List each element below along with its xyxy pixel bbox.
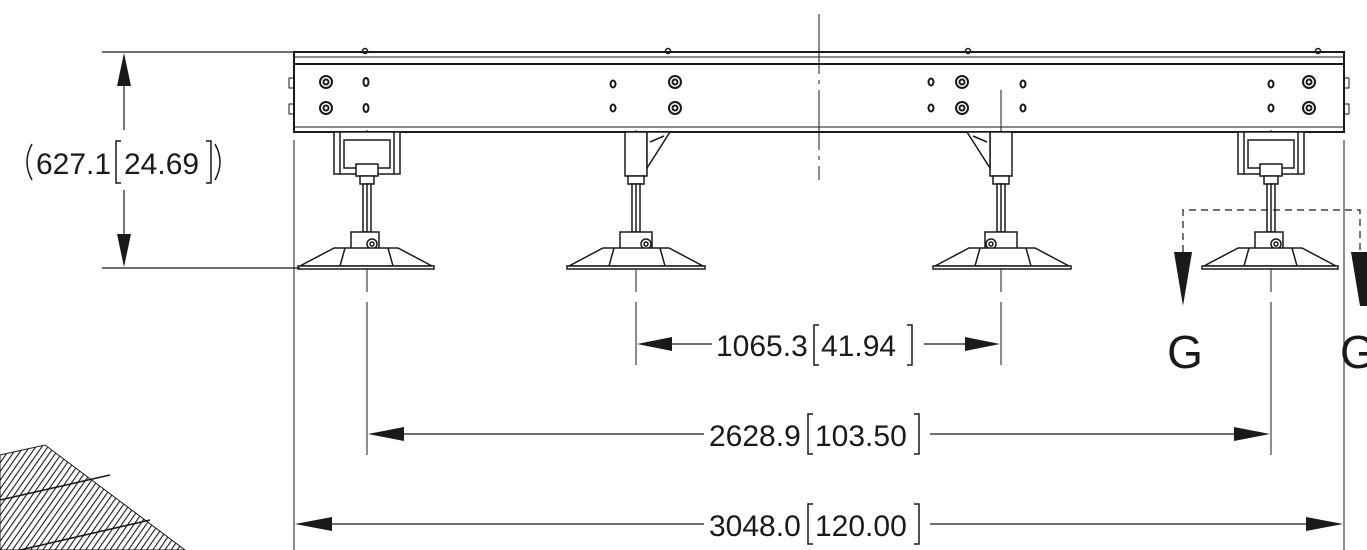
inner-span-dimension [637,324,1000,366]
leveling-foot-2 [566,131,706,270]
leveling-foot-3 [932,131,1072,270]
foot-span-value: 2628.9 [709,420,801,453]
foot-span-inch: 103.50 [815,420,907,453]
height-dim-label: 627.1 24.69 [26,140,221,184]
section-cut-g [1174,209,1367,306]
grating-panel [0,444,186,550]
overall-inch: 120.00 [815,510,907,543]
inner-span-inch: 41.94 [821,330,896,363]
section-label-left: G [1167,326,1203,378]
section-label-right: G [1340,326,1367,378]
inner-span-value: 1065.3 [716,330,808,363]
foot-span-dimension [368,413,1270,455]
beam-bolt-holes [319,75,1316,115]
overall-dimension [295,503,1343,545]
leveling-foot-4 [1201,131,1339,270]
height-dimension [102,51,300,269]
leveling-foot-1 [297,131,435,270]
height-dim-value: 627.1 [36,148,111,181]
height-dim-inch: 24.69 [124,148,199,181]
overall-value: 3048.0 [709,510,801,543]
